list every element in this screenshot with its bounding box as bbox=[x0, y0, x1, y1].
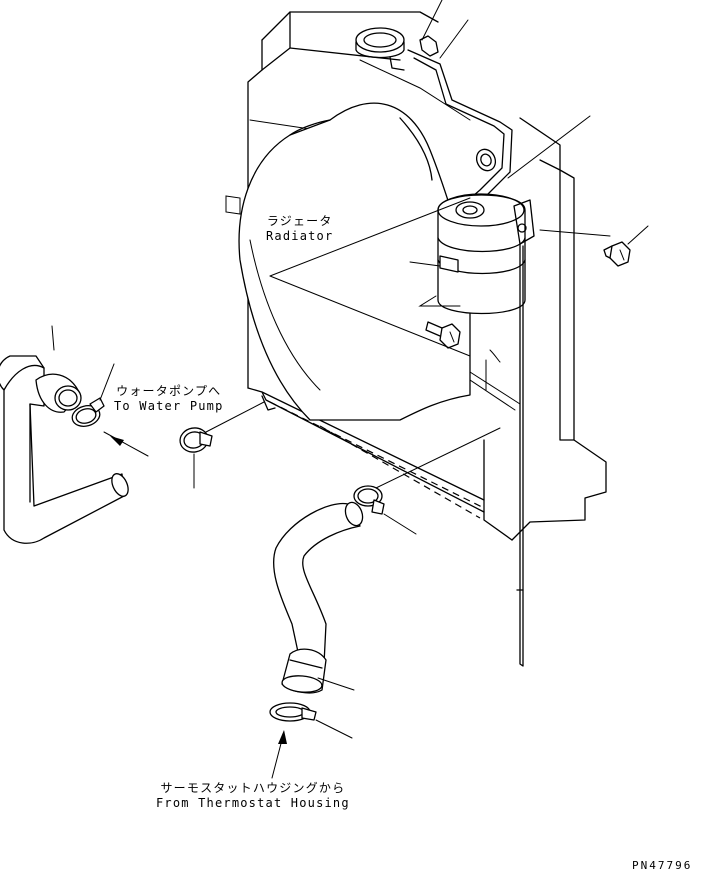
radiator-label-en: Radiator bbox=[266, 229, 334, 243]
arrow-icon bbox=[272, 730, 287, 778]
leader-lines bbox=[52, 326, 194, 488]
radiator-label-ja: ラジェータ bbox=[266, 214, 333, 228]
hose-clamp-icon bbox=[270, 703, 316, 721]
lower-hose bbox=[274, 500, 366, 694]
water-pump-label-en: To Water Pump bbox=[114, 399, 224, 413]
radiator-label: ラジェータ Radiator bbox=[266, 214, 333, 244]
thermostat-label: サーモスタットハウジングから From Thermostat Housing bbox=[156, 781, 350, 811]
leader-lines bbox=[206, 0, 648, 488]
thermostat-label-ja: サーモスタットハウジングから bbox=[160, 781, 346, 795]
water-pump-label-ja: ウォータポンプへ bbox=[116, 384, 222, 398]
bolt-icon bbox=[426, 322, 460, 348]
upper-hose bbox=[0, 356, 131, 543]
radiator-core bbox=[226, 12, 606, 540]
arrow-icon bbox=[104, 432, 148, 456]
thermostat-label-en: From Thermostat Housing bbox=[156, 796, 350, 810]
reserve-tank-icon bbox=[438, 194, 534, 666]
hose-clamp-icon bbox=[70, 398, 104, 429]
radiator-cap-icon bbox=[356, 28, 404, 70]
water-pump-label: ウォータポンプへ To Water Pump bbox=[114, 384, 224, 414]
part-number: PN47796 bbox=[632, 859, 693, 872]
leader-lines bbox=[316, 514, 416, 738]
radiator-shroud bbox=[239, 103, 515, 420]
hose-clamp-icon bbox=[354, 486, 384, 514]
bolt-icon bbox=[604, 242, 630, 266]
hose-clamp-icon bbox=[178, 426, 212, 454]
